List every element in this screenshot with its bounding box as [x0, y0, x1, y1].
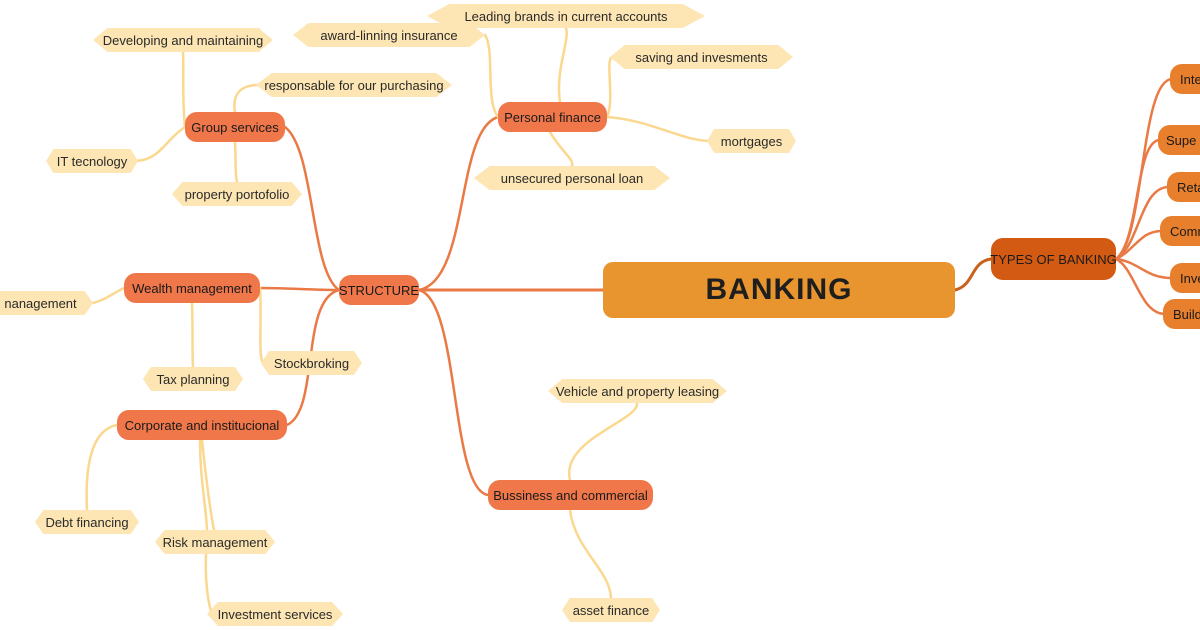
business-node[interactable]: Bussiness and commercial	[488, 480, 653, 510]
link-types-comm	[1114, 229, 1164, 261]
leaf-mortgages[interactable]: mortgages	[707, 129, 796, 153]
leaf-asset-finance[interactable]: asset finance	[562, 598, 660, 622]
types-child-comm[interactable]: Comm	[1160, 216, 1200, 246]
wealth-management-node[interactable]: Wealth management	[124, 273, 260, 303]
leaf-developing-maintaining[interactable]: Developing and maintaining	[93, 28, 273, 52]
leaf-leading-brands[interactable]: Leading brands in current accounts	[427, 4, 705, 28]
link-structure-wealth	[258, 286, 341, 292]
link-center-types	[953, 257, 993, 292]
link-pf-leading	[557, 26, 568, 104]
link-cp-risk2	[198, 438, 209, 532]
personal-finance-node[interactable]: Personal finance	[498, 102, 607, 132]
link-wm-tax	[190, 301, 195, 369]
types-child-inte[interactable]: Inte	[1170, 64, 1200, 94]
central-topic[interactable]: BANKING	[603, 262, 955, 318]
link-pf-award	[483, 33, 500, 119]
link-pf-mortgages	[605, 115, 711, 143]
leaf-unsecured-loan[interactable]: unsecured personal loan	[474, 166, 670, 190]
link-gs-it	[134, 125, 187, 163]
link-gs-property	[233, 140, 239, 184]
leaf-nanagement[interactable]: nanagement	[0, 291, 93, 315]
leaf-responsable-purchasing[interactable]: responsable for our purchasing	[256, 73, 452, 97]
leaf-vehicle-leasing[interactable]: Vehicle and property leasing	[548, 379, 727, 403]
leaf-tax-planning[interactable]: Tax planning	[143, 367, 243, 391]
link-gs-responsable	[233, 83, 260, 114]
link-cp-risk	[200, 438, 216, 532]
link-gs-developing	[181, 50, 187, 129]
link-types-build	[1114, 257, 1167, 316]
link-cp-debt	[85, 423, 119, 512]
types-child-inve[interactable]: Inve	[1170, 263, 1200, 293]
leaf-stockbroking[interactable]: Stockbroking	[261, 351, 362, 375]
link-structure-group	[283, 125, 341, 292]
corporate-node[interactable]: Corporate and institucional	[117, 410, 287, 440]
link-types-supe	[1114, 138, 1162, 261]
link-pf-saving	[605, 55, 614, 119]
types-child-supe[interactable]: Supe	[1158, 125, 1200, 155]
types-child-build[interactable]: Build	[1163, 299, 1200, 329]
group-services-node[interactable]: Group services	[185, 112, 285, 142]
types-child-reta[interactable]: Reta	[1167, 172, 1200, 202]
link-structure-personal	[417, 115, 500, 292]
link-types-reta	[1114, 185, 1171, 261]
leaf-debt-financing[interactable]: Debt financing	[35, 510, 139, 534]
leaf-property-portofolio[interactable]: property portofolio	[172, 182, 302, 206]
link-structure-business	[417, 288, 490, 497]
leaf-investment-services[interactable]: Investment services	[207, 602, 343, 626]
link-pf-unsecured	[548, 130, 574, 168]
link-bc-vehicle	[568, 401, 639, 482]
leaf-risk-management[interactable]: Risk management	[155, 530, 275, 554]
structure-node[interactable]: STRUCTURE	[339, 275, 419, 305]
types-of-banking-node[interactable]: TYPES OF BANKING	[990, 238, 1117, 280]
leaf-it-tecnology[interactable]: IT tecnology	[46, 149, 138, 173]
link-wm-nanagement	[91, 286, 126, 305]
link-bc-asset	[568, 508, 613, 600]
leaf-saving-invesments[interactable]: saving and invesments	[610, 45, 793, 69]
leaf-award-insurance[interactable]: award-linning insurance	[293, 23, 485, 47]
link-types-inve	[1114, 257, 1174, 280]
link-wm-stock	[258, 286, 265, 365]
